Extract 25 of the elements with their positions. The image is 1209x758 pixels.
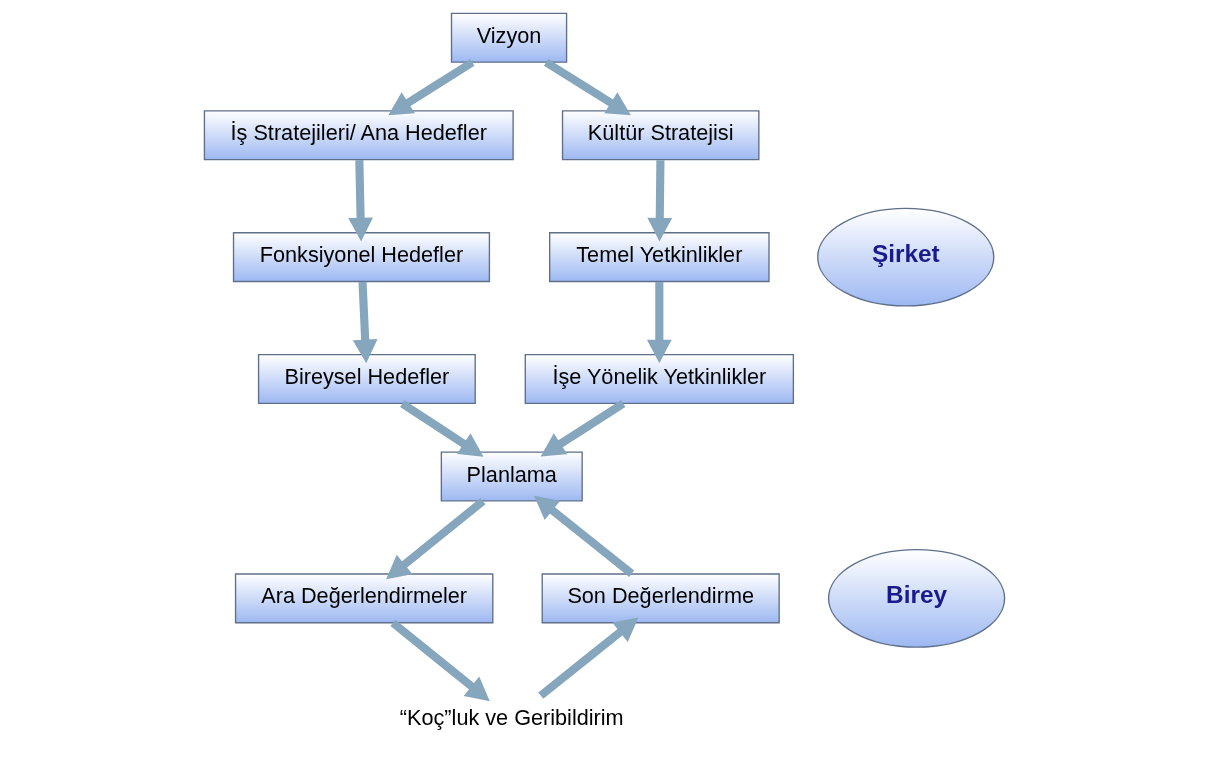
arrow bbox=[386, 497, 486, 580]
node-box: Ara Değerlendirmeler bbox=[234, 573, 494, 624]
arrow bbox=[646, 282, 672, 364]
node-box: Fonksiyonel Hedefler bbox=[232, 232, 491, 283]
node-box: İş Stratejileri/ Ana Hedefler bbox=[203, 110, 514, 161]
node-text: “Koç”luk ve Geribildirim bbox=[399, 705, 624, 731]
arrow bbox=[390, 619, 490, 702]
node-ellipse: Birey bbox=[827, 548, 1006, 648]
node-box: Planlama bbox=[440, 451, 583, 502]
node-box: İşe Yönelik Yetkinlikler bbox=[524, 353, 795, 405]
node-ellipse: Şirket bbox=[817, 207, 995, 307]
node-box: Kültür Stratejisi bbox=[561, 110, 760, 161]
node-box: Vizyon bbox=[450, 12, 568, 63]
arrow bbox=[544, 58, 631, 116]
arrow bbox=[647, 160, 673, 242]
arrow bbox=[388, 58, 475, 116]
arrow bbox=[348, 160, 373, 242]
arrow bbox=[352, 281, 378, 364]
arrow bbox=[538, 617, 639, 699]
node-box: Son Değerlendirme bbox=[541, 573, 780, 624]
arrow bbox=[400, 400, 484, 457]
node-box: Bireysel Hedefler bbox=[257, 353, 476, 405]
arrow bbox=[540, 400, 626, 457]
arrow bbox=[534, 495, 635, 577]
node-box: Temel Yetkinlikler bbox=[549, 232, 770, 283]
